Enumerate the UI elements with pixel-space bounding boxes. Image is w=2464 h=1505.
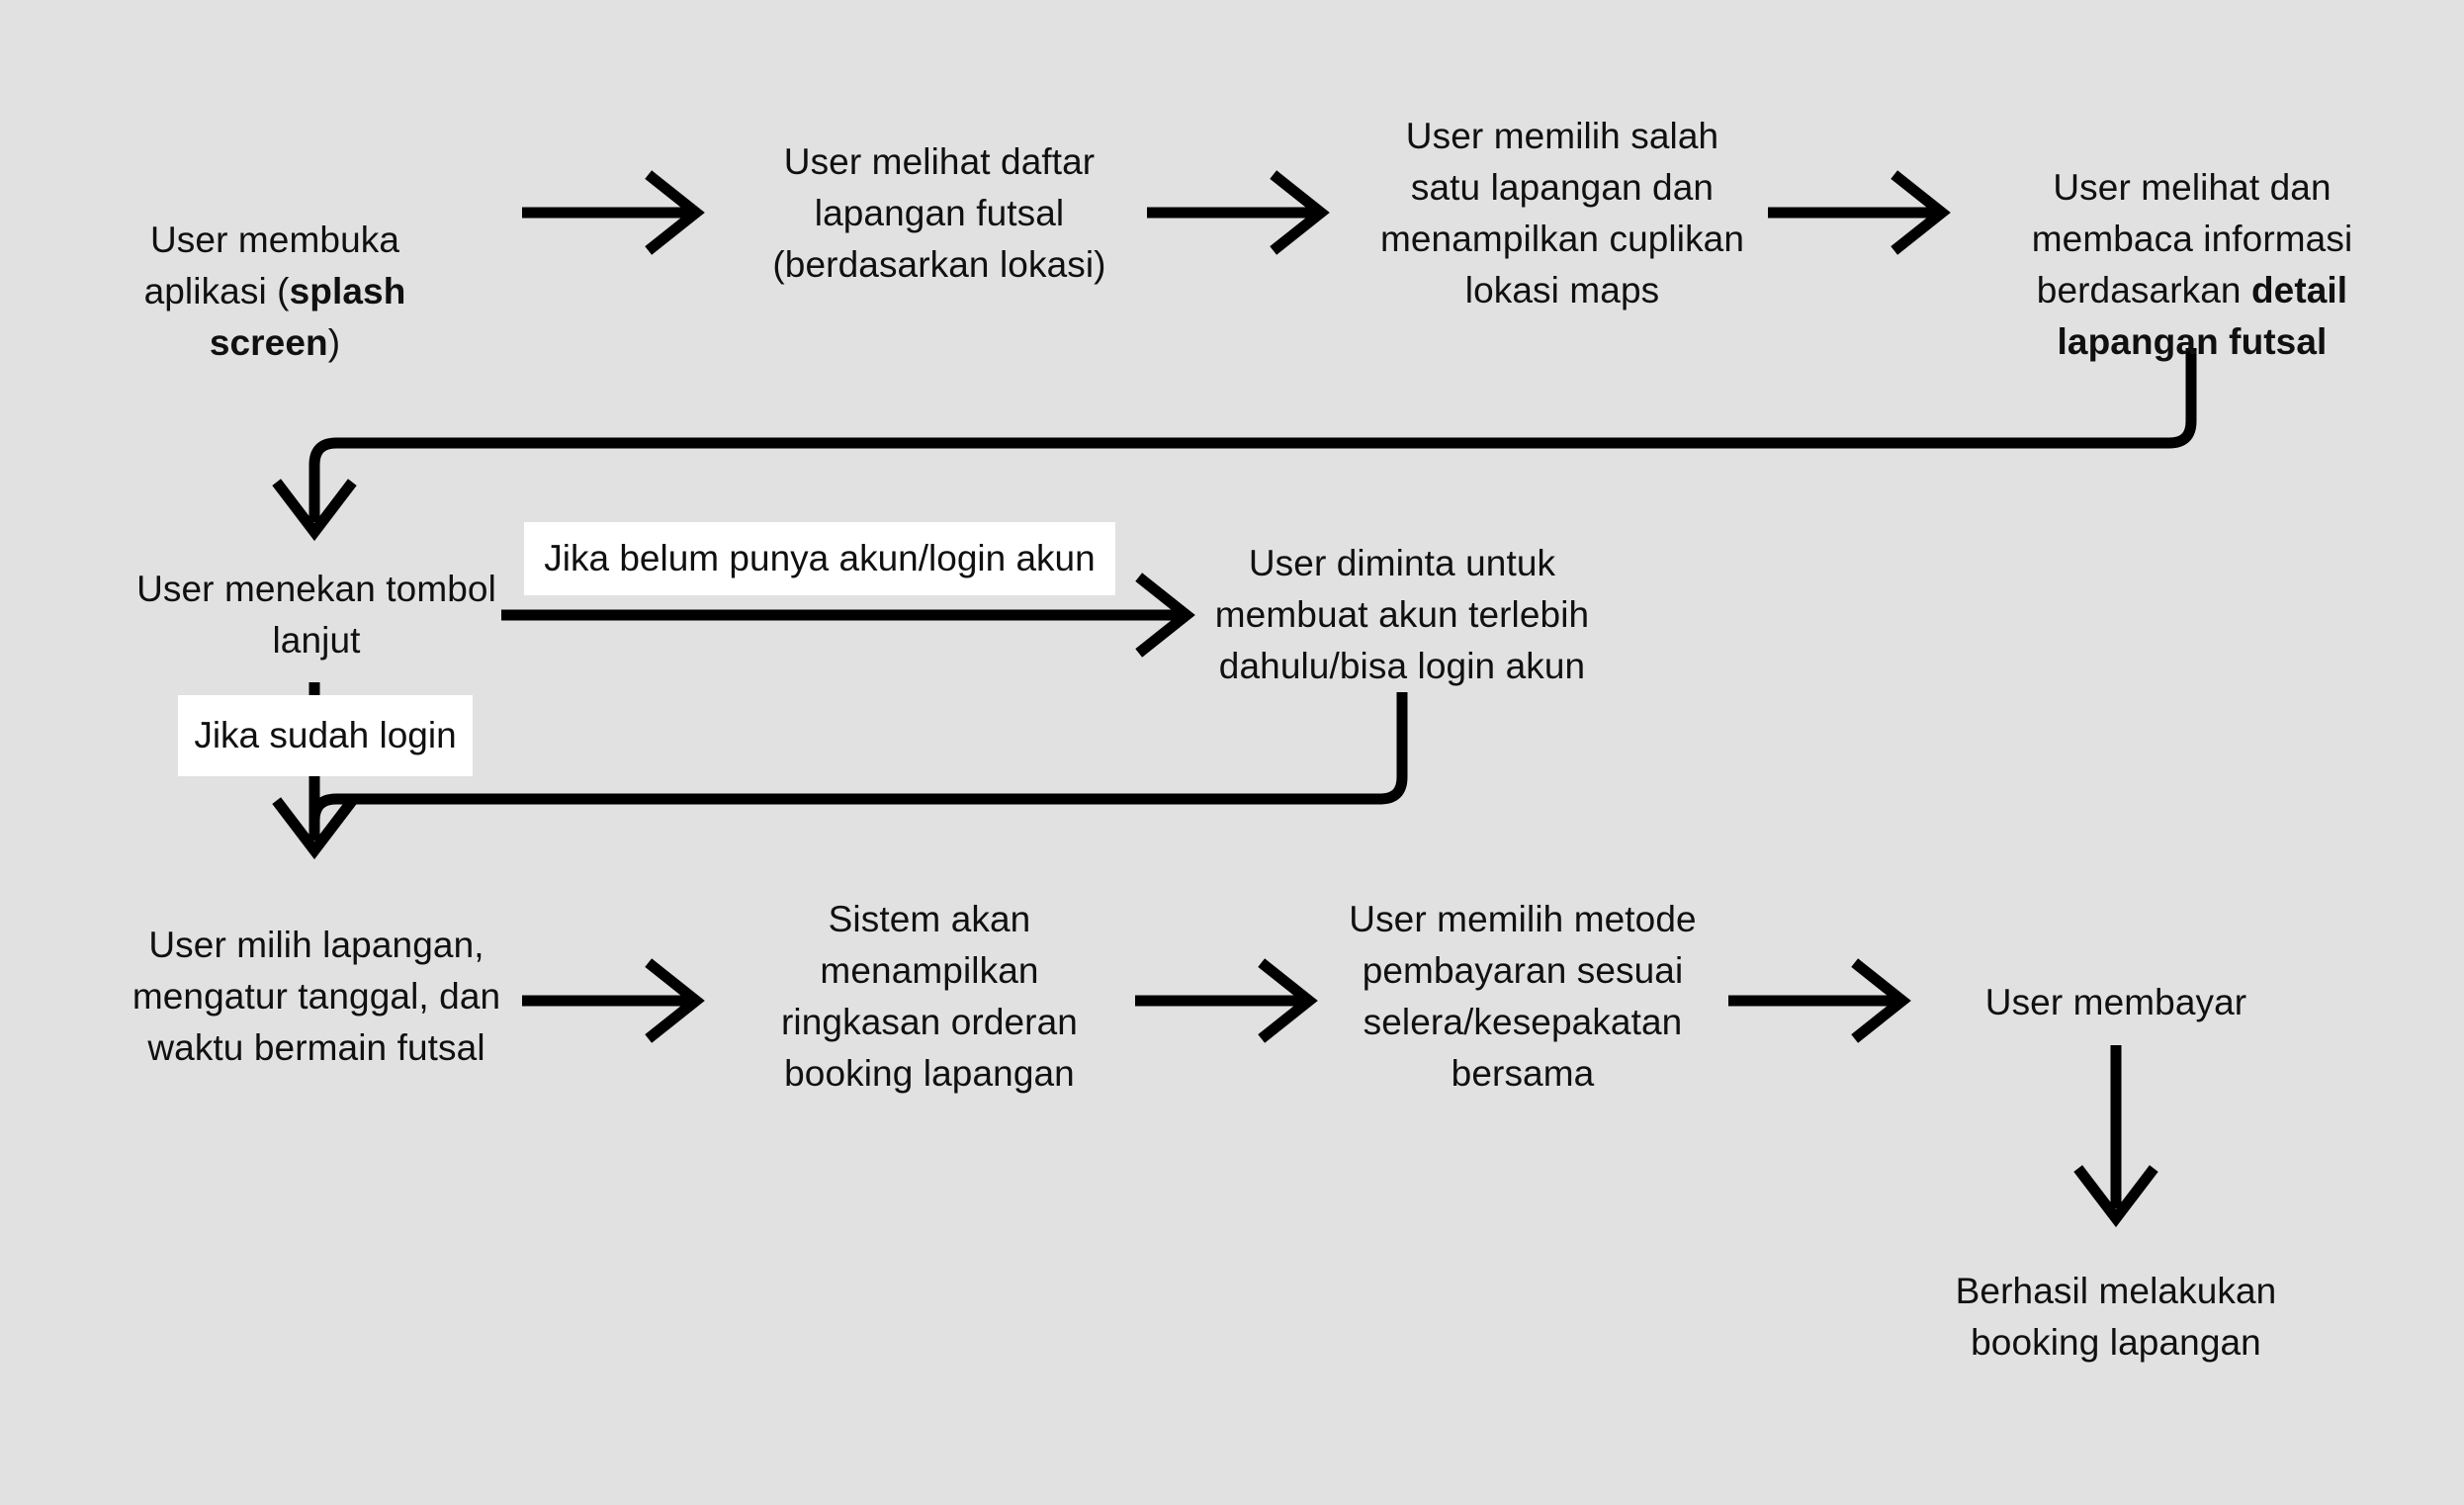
connector-n6-to-n7 <box>308 692 1408 841</box>
node-choose-payment-method: User memilih metode pembayaran sesuai se… <box>1349 899 1697 1094</box>
node-user-pays: User membayar <box>1984 982 2247 1022</box>
arrow-n10-to-n11 <box>2073 1045 2158 1228</box>
node-choose-field-date-time: User milih lapangan, mengatur tanggal, d… <box>132 925 501 1068</box>
arrow-n7-to-n8 <box>522 958 705 1043</box>
node-read-field-detail-lead: User melihat dan membaca informasi berda… <box>2031 167 2353 310</box>
node-order-summary: Sistem akan menampilkan ringkasan ordera… <box>781 899 1078 1094</box>
arrow-n3-to-n4 <box>1768 170 1951 255</box>
node-read-field-detail: User melihat dan membaca informasi berda… <box>1970 111 2415 368</box>
node-select-field-maps: User memilih salah satu lapangan dan men… <box>1379 116 1745 310</box>
node-splash-screen: User membuka aplikasi (splash screen) <box>77 163 473 369</box>
connector-n4-to-n5 <box>272 348 2197 542</box>
node-create-or-login-account: User diminta untuk membuat akun terlebih… <box>1214 543 1590 686</box>
node-read-field-detail-bold: detail lapangan futsal <box>2057 270 2348 362</box>
arrow-n2-to-n3 <box>1147 170 1330 255</box>
node-booking-success: Berhasil melakukan booking lapangan <box>1955 1271 2277 1363</box>
edge-label-already-login: Jika sudah login <box>178 695 473 776</box>
edge-label-no-account: Jika belum punya akun/login akun <box>524 522 1115 595</box>
arrow-n1-to-n2 <box>522 170 705 255</box>
node-splash-screen-text: User membuka aplikasi ( <box>143 220 400 311</box>
node-press-continue: User menekan tombol lanjut <box>136 569 496 661</box>
arrow-n9-to-n10 <box>1728 958 1911 1043</box>
node-splash-screen-tail: ) <box>327 322 341 363</box>
arrow-n8-to-n9 <box>1135 958 1318 1043</box>
node-splash-screen-bold: splash screen <box>209 271 406 363</box>
node-list-fields: User melihat daftar lapangan futsal (ber… <box>772 141 1106 285</box>
